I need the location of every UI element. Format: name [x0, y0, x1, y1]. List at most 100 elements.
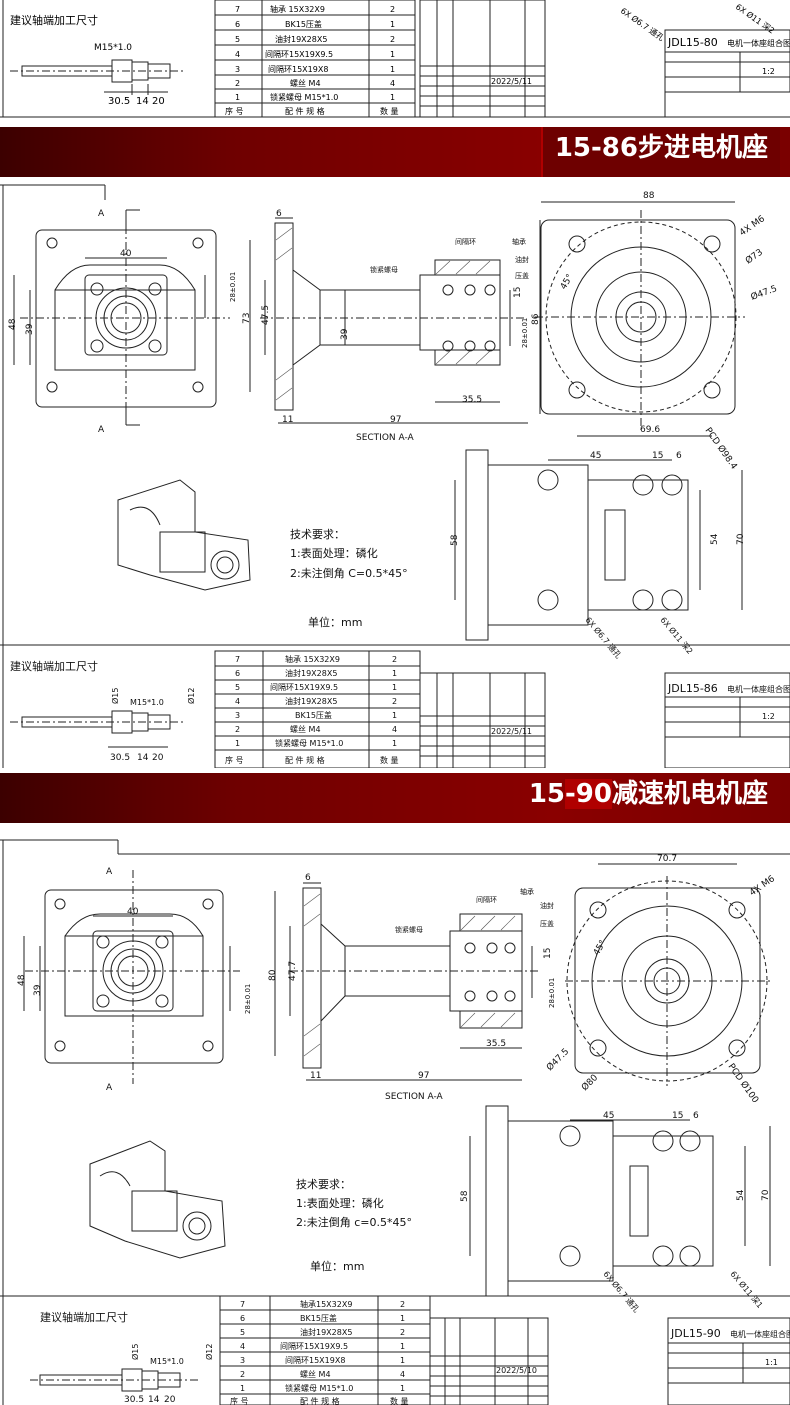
- callout: 油封: [540, 901, 554, 910]
- bom-qty: 4: [392, 725, 397, 734]
- section-label: SECTION A-A: [385, 1092, 444, 1102]
- bom-header: 序 号: [230, 1396, 249, 1405]
- bom-qty: 2: [390, 5, 395, 14]
- title-rest: 减速机电机座: [611, 779, 768, 809]
- dim-pcd: PCD Ø100: [726, 1061, 761, 1105]
- section-banner-15-90: 15-90减速机电机座: [0, 773, 790, 823]
- dim-47-7: 47.7: [288, 961, 298, 981]
- bom-no: 2: [235, 79, 240, 88]
- note-1: 1:表面处理：磷化: [290, 546, 378, 560]
- bom-qty: 1: [392, 739, 397, 748]
- dim-28-sec: 28±0.01: [521, 318, 529, 348]
- bom-name: 轴承 15X32X9: [285, 654, 340, 664]
- shaft-l2: 14: [148, 1395, 160, 1405]
- bom-qty: 2: [390, 35, 395, 44]
- bom-name: 间隔环15X19X8: [268, 65, 328, 74]
- bom-no: 3: [235, 65, 240, 74]
- bom-qty: 1: [400, 1356, 405, 1365]
- bom-qty: 1: [390, 50, 395, 59]
- dim-28: 28±0.01: [229, 272, 237, 302]
- shaft-d2: Ø12: [186, 688, 196, 704]
- title-num: -90: [565, 779, 612, 809]
- dim-73: 73: [242, 313, 252, 324]
- title-rest: 步进电机座: [637, 133, 768, 163]
- dim-39-sec: 39: [340, 328, 350, 340]
- bom-no: 7: [235, 5, 240, 14]
- dim-45: 45: [603, 1111, 614, 1121]
- bom-name: BK15压盖: [295, 710, 332, 720]
- bom-no: 7: [240, 1300, 245, 1309]
- dim-15-side: 15: [672, 1111, 683, 1121]
- side-view: [454, 449, 743, 641]
- bom-qty: 4: [390, 79, 395, 88]
- hole-note: 6X Ø6.7 通孔: [583, 615, 623, 660]
- bom-name: 螺丝 M4: [300, 1369, 331, 1379]
- dim-48: 48: [8, 318, 18, 330]
- shaft-l1: 30.5: [108, 96, 130, 107]
- dim-6-side: 6: [676, 451, 682, 461]
- bom-no: 4: [240, 1342, 245, 1351]
- bom-name: 螺丝 M4: [290, 78, 321, 88]
- hole-spec: 4X M6: [738, 214, 767, 239]
- drawing-sheet-15-90: A A 40 48 39 28±0.01 6 80 47.7 11 97 35.…: [0, 826, 790, 1405]
- dim-pcd: PCD Ø98.4: [703, 425, 740, 471]
- dim-39: 39: [33, 984, 43, 996]
- shaft-title: 建议轴端加工尺寸: [40, 1310, 128, 1324]
- section-banner-15-86: 15-86步进电机座: [0, 127, 790, 177]
- tb-code: JDL15-90: [670, 1327, 721, 1340]
- bom-no: 5: [235, 683, 240, 692]
- bom-name: 锁紧螺母 M15*1.0: [285, 1383, 353, 1393]
- dim-35-5: 35.5: [462, 395, 482, 405]
- bom-no: 3: [240, 1356, 245, 1365]
- tb-scale: 1:2: [762, 67, 775, 76]
- bom-header: 配 件 规 格: [285, 106, 325, 116]
- bom-qty: 2: [392, 697, 397, 706]
- bom-no: 6: [235, 669, 240, 678]
- bom-no: 6: [240, 1314, 245, 1323]
- note-1: 1:表面处理：磷化: [296, 1196, 384, 1210]
- drawing-sheet-15-80: 建议轴端加工尺寸 M15*1.0 30.5 14 20 7 轴承 15X32X9…: [0, 0, 790, 120]
- dim-6: 6: [276, 209, 282, 219]
- dim-15: 15: [513, 287, 523, 298]
- hole-note: 6X Ø11 深2: [658, 615, 695, 656]
- bom-qty: 1: [390, 93, 395, 102]
- dim-11: 11: [282, 415, 293, 425]
- bom-name: 轴承15X32X9: [300, 1299, 352, 1309]
- hole-note: 6X Ø11 深1: [728, 1269, 765, 1310]
- title-prefix: 15: [554, 133, 591, 163]
- drawing-15-90-svg: A A 40 48 39 28±0.01 6 80 47.7 11 97 35.…: [0, 839, 790, 1405]
- shaft-l1: 30.5: [110, 753, 130, 763]
- shaft-l2: 14: [136, 96, 149, 107]
- thread-dim: M15*1.0: [150, 1357, 184, 1366]
- callout: 油封: [515, 255, 529, 264]
- dim-88: 88: [643, 191, 655, 201]
- dim-58: 58: [460, 1190, 470, 1202]
- bom-header: 配 件 规 格: [300, 1396, 340, 1405]
- tb-date: 2022/5/11: [491, 77, 532, 86]
- tb-code: JDL15-86: [667, 682, 718, 695]
- tb-name: 电机一体座组合图: [730, 1329, 790, 1339]
- bom-name: BK15压盖: [300, 1313, 337, 1323]
- bom-no: 3: [235, 711, 240, 720]
- bom-name: 轴承 15X32X9: [270, 4, 325, 14]
- shaft-sketch: [21, 65, 113, 77]
- callout: 间隔环: [455, 237, 476, 246]
- dim-11: 11: [310, 1071, 321, 1081]
- bom-no: 6: [235, 20, 240, 29]
- dim-45: 45: [590, 451, 601, 461]
- dim-47-5-dia: Ø47.5: [749, 283, 778, 303]
- shaft-l1: 30.5: [124, 1395, 144, 1405]
- dim-69-6: 69.6: [640, 425, 660, 435]
- shaft-l3: 20: [152, 96, 165, 107]
- tb-scale: 1:1: [765, 1358, 778, 1367]
- hole-spec: 4X M6: [748, 874, 777, 899]
- bom-name: 油封19X28X5: [285, 668, 337, 678]
- view-label: A: [106, 1083, 113, 1093]
- dim-70: 70: [761, 1189, 771, 1201]
- shaft-l3: 20: [152, 753, 164, 763]
- dim-15: 15: [543, 948, 553, 959]
- drawing-15-86-svg: A A 40 48 39 28±0.01 6 73 47.5 39 11 97 …: [0, 184, 790, 768]
- dim-86: 86: [531, 313, 541, 325]
- bom-no: 5: [235, 35, 240, 44]
- hole-note: 6X Ø6.7 通孔: [619, 5, 666, 42]
